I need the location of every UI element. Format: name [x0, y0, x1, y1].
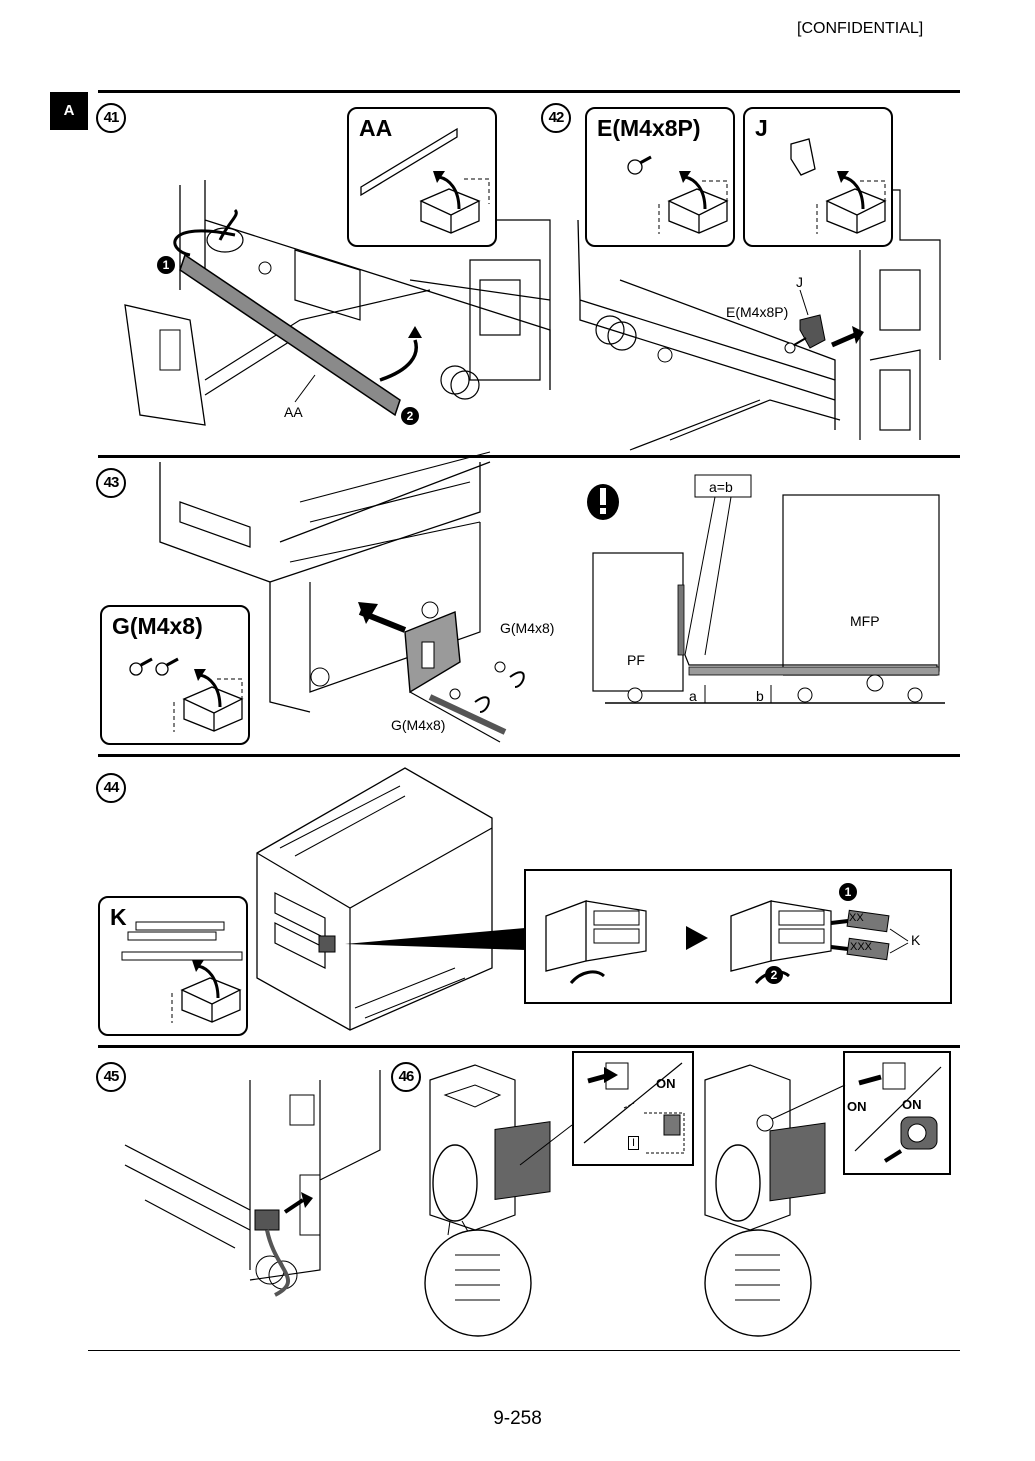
- callout-j-title: J: [755, 115, 768, 141]
- callout-e-title: E(M4x8P): [597, 115, 701, 141]
- switch-mark: I: [628, 1136, 640, 1150]
- step-41-callout-aa: AA: [347, 107, 497, 247]
- step-44-label-k: K: [911, 932, 921, 948]
- step-44-detail: [545, 900, 909, 985]
- step-41-number: 41: [96, 103, 126, 133]
- step-43-label-g-top: G(M4x8): [500, 620, 555, 636]
- step-44-detail-frame: [524, 869, 952, 1004]
- step-42-callout-e: E(M4x8P): [585, 107, 735, 247]
- step-42-callout-j: J: [743, 107, 893, 247]
- divider-2: [98, 754, 960, 757]
- step-44-callout-k: K: [98, 896, 248, 1036]
- divider-bottom: [88, 1350, 960, 1351]
- step-41-label-aa: AA: [284, 404, 303, 420]
- diagram-eq-label: a=b: [709, 479, 733, 495]
- divider-1: [98, 455, 960, 458]
- power-button-detail: [854, 1062, 942, 1163]
- page-number: 9-258: [493, 1408, 542, 1429]
- step-42-number: 42: [541, 103, 571, 133]
- caution-icon: [587, 484, 619, 520]
- alignment-diagram: [592, 474, 945, 704]
- step-44-badge-2: 2: [765, 966, 783, 984]
- diagram-pf-label: PF: [627, 652, 645, 668]
- callout-aa-title: AA: [359, 115, 393, 141]
- step-42-label-j: J: [796, 274, 803, 290]
- on-label-1: ON: [656, 1076, 676, 1091]
- on-label-3: ON: [902, 1097, 922, 1112]
- box-icon: [627, 155, 729, 234]
- diagram-mfp-label: MFP: [850, 613, 880, 629]
- confidential-label: [CONFIDENTIAL]: [797, 20, 924, 37]
- plate-label-2: XXX: [850, 941, 873, 953]
- box-icon: [790, 138, 887, 234]
- diagram-b-label: b: [756, 688, 764, 704]
- step-46-number: 46: [391, 1062, 421, 1092]
- divider-top: [98, 90, 960, 93]
- step-43-callout-g: G(M4x8): [100, 605, 250, 745]
- on-label-2: ON: [847, 1099, 867, 1114]
- step-45-illustration: [124, 1070, 381, 1297]
- step-46-inset-2: [843, 1051, 951, 1175]
- step-42-illustration: [577, 189, 941, 451]
- callout-k-title: K: [110, 904, 127, 930]
- step-43-illustration: [159, 451, 525, 743]
- diagram-a-label: a: [689, 688, 697, 704]
- step-43-label-g-bottom: G(M4x8): [391, 717, 446, 733]
- step-46-illustration: [424, 1064, 846, 1337]
- step-41-illustration: [124, 180, 551, 426]
- step-41-badge-1: 1: [157, 256, 175, 274]
- step-44-number: 44: [96, 773, 126, 803]
- plate-label-1: XX: [849, 912, 864, 924]
- divider-3: [98, 1045, 960, 1048]
- step-44-badge-1: 1: [839, 883, 857, 901]
- step-43-number: 43: [96, 468, 126, 498]
- step-42-label-e: E(M4x8P): [726, 304, 789, 320]
- box-icon: [129, 657, 244, 732]
- step-44-illustration: [256, 767, 525, 1031]
- callout-g-title: G(M4x8): [112, 613, 203, 639]
- section-tab: A: [50, 92, 88, 130]
- step-45-number: 45: [96, 1062, 126, 1092]
- plates-and-box-icon: [121, 921, 243, 1023]
- step-46-inset-1: [572, 1051, 694, 1166]
- box-icon: [360, 127, 490, 234]
- power-plug-detail: [583, 1062, 685, 1154]
- step-41-badge-2: 2: [401, 407, 419, 425]
